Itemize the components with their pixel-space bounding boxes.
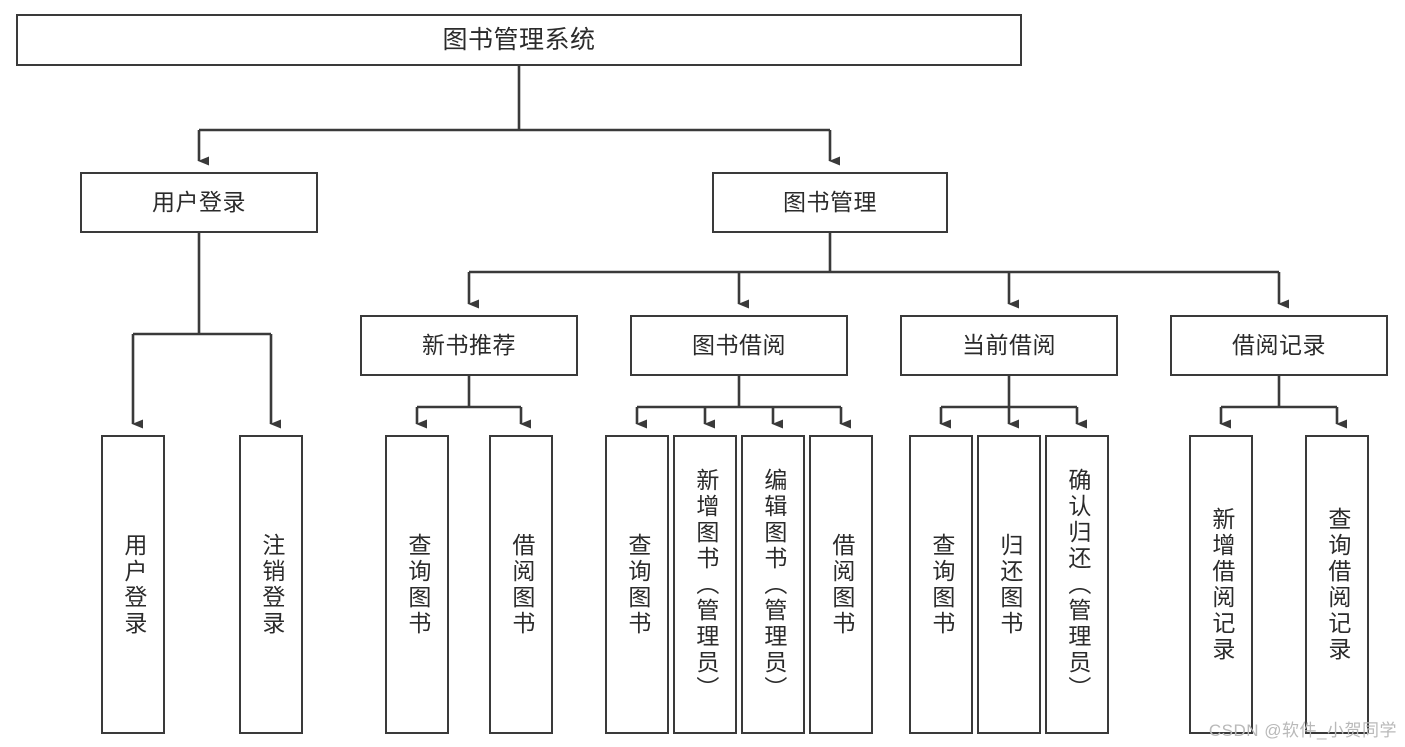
node-user-login-label: 用户登录 bbox=[152, 188, 246, 215]
node-leaf-query-book-3-label: 查询图书 bbox=[928, 532, 955, 637]
node-leaf-add-book-label: 新增图书（管理员） bbox=[692, 467, 719, 702]
node-leaf-borrow-book-2-label: 借阅图书 bbox=[828, 532, 855, 637]
node-leaf-query-record-label: 查询借阅记录 bbox=[1324, 506, 1351, 663]
node-book-manage-label: 图书管理 bbox=[783, 188, 877, 215]
node-borrow-record[interactable]: 借阅记录 bbox=[1170, 315, 1388, 376]
node-leaf-user-login[interactable]: 用户登录 bbox=[101, 435, 165, 734]
node-root[interactable]: 图书管理系统 bbox=[16, 14, 1022, 66]
node-leaf-confirm-return-label: 确认归还（管理员） bbox=[1064, 467, 1091, 702]
node-new-book-recommend[interactable]: 新书推荐 bbox=[360, 315, 578, 376]
node-new-book-recommend-label: 新书推荐 bbox=[422, 331, 516, 358]
node-book-manage[interactable]: 图书管理 bbox=[712, 172, 948, 233]
node-leaf-query-book-3[interactable]: 查询图书 bbox=[909, 435, 973, 734]
node-user-login[interactable]: 用户登录 bbox=[80, 172, 318, 233]
node-root-label: 图书管理系统 bbox=[442, 26, 596, 54]
node-leaf-query-book-2-label: 查询图书 bbox=[624, 532, 651, 637]
node-leaf-query-book-2[interactable]: 查询图书 bbox=[605, 435, 669, 734]
node-leaf-edit-book-label: 编辑图书（管理员） bbox=[760, 467, 787, 702]
node-leaf-logout-login-label: 注销登录 bbox=[258, 532, 285, 637]
node-leaf-borrow-book-1[interactable]: 借阅图书 bbox=[489, 435, 553, 734]
node-leaf-edit-book[interactable]: 编辑图书（管理员） bbox=[741, 435, 805, 734]
node-current-borrow[interactable]: 当前借阅 bbox=[900, 315, 1118, 376]
node-leaf-query-book-1[interactable]: 查询图书 bbox=[385, 435, 449, 734]
node-leaf-borrow-book-2[interactable]: 借阅图书 bbox=[809, 435, 873, 734]
node-leaf-logout-login[interactable]: 注销登录 bbox=[239, 435, 303, 734]
node-borrow-record-label: 借阅记录 bbox=[1232, 331, 1326, 358]
node-leaf-add-record-label: 新增借阅记录 bbox=[1208, 506, 1235, 663]
node-current-borrow-label: 当前借阅 bbox=[962, 331, 1056, 358]
node-leaf-query-book-1-label: 查询图书 bbox=[404, 532, 431, 637]
node-leaf-confirm-return[interactable]: 确认归还（管理员） bbox=[1045, 435, 1109, 734]
node-book-borrow-label: 图书借阅 bbox=[692, 331, 786, 358]
node-leaf-return-book-label: 归还图书 bbox=[996, 532, 1023, 637]
watermark: CSDN @软件_小贺同学 bbox=[1208, 721, 1397, 740]
node-leaf-add-record[interactable]: 新增借阅记录 bbox=[1189, 435, 1253, 734]
node-book-borrow[interactable]: 图书借阅 bbox=[630, 315, 848, 376]
node-leaf-return-book[interactable]: 归还图书 bbox=[977, 435, 1041, 734]
node-leaf-user-login-label: 用户登录 bbox=[120, 532, 147, 637]
node-leaf-query-record[interactable]: 查询借阅记录 bbox=[1305, 435, 1369, 734]
node-leaf-add-book[interactable]: 新增图书（管理员） bbox=[673, 435, 737, 734]
node-leaf-borrow-book-1-label: 借阅图书 bbox=[508, 532, 535, 637]
